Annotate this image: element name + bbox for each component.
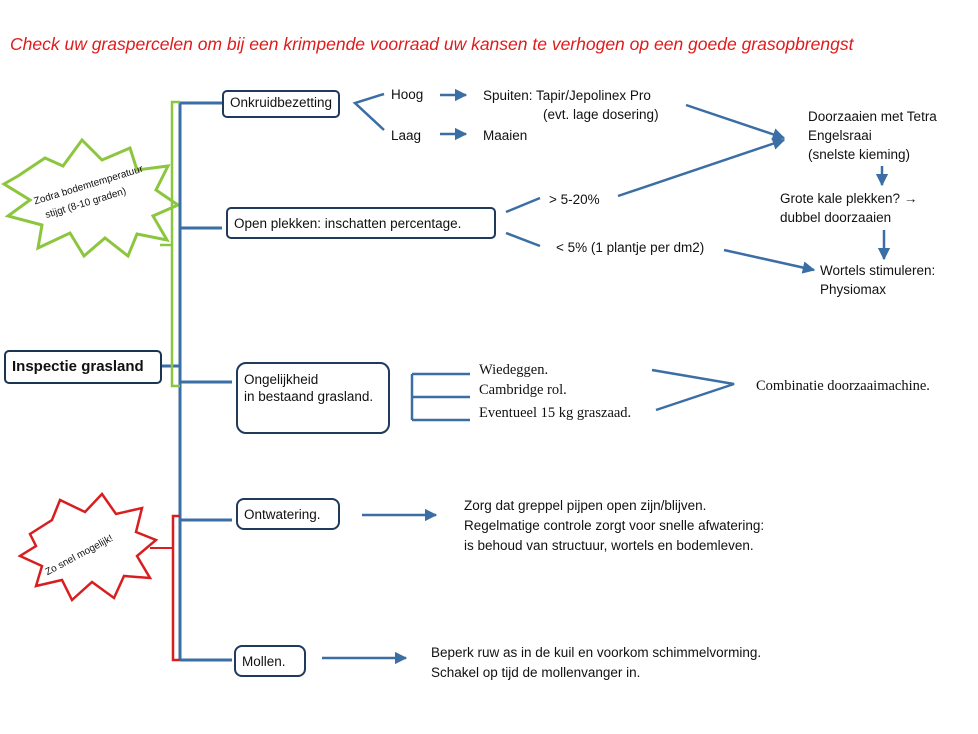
label-combinatie-doorzaaimachine: Combinatie doorzaaimachine. bbox=[756, 378, 930, 394]
ontwatering-line-3: is behoud van structuur, wortels en bode… bbox=[464, 538, 754, 553]
ongelijkheid-line-1: Ongelijkheid bbox=[244, 372, 319, 387]
label-laag: Laag bbox=[391, 128, 422, 143]
red-starburst-stamp bbox=[17, 492, 159, 603]
page-title: Check uw graspercelen om bij een krimpen… bbox=[10, 34, 854, 54]
kale-plekken-line-1: Grote kale plekken? → bbox=[780, 191, 918, 206]
label-hoog: Hoog bbox=[391, 87, 424, 102]
box-ontwatering: Ontwatering. bbox=[236, 498, 340, 530]
wortels-line-1: Wortels stimuleren: bbox=[820, 263, 936, 278]
label-under-5-percent: < 5% (1 plantje per dm2) bbox=[556, 240, 705, 255]
wortels-line-2: Physiomax bbox=[820, 282, 887, 297]
label-dosering: (evt. lage dosering) bbox=[543, 107, 659, 122]
green-starburst-stamp bbox=[1, 137, 182, 259]
box-ongelijkheid: Ongelijkheid in bestaand grasland. bbox=[236, 362, 390, 434]
item-cambridge-rol: Cambridge rol. bbox=[479, 382, 567, 398]
ongelijkheid-line-2: in bestaand grasland. bbox=[244, 389, 374, 404]
mollen-line-2: Schakel op tijd de mollenvanger in. bbox=[431, 665, 641, 680]
kale-plekken-line-2: dubbel doorzaaien bbox=[780, 210, 892, 225]
label-maaien: Maaien bbox=[483, 128, 528, 143]
ontwatering-line-2: Regelmatige controle zorgt voor snelle a… bbox=[464, 518, 765, 533]
doorzaaien-line-1: Doorzaaien met Tetra bbox=[808, 109, 937, 124]
item-wiedeggen: Wiedeggen. bbox=[479, 362, 549, 378]
box-open-plekken: Open plekken: inschatten percentage. bbox=[226, 207, 496, 239]
label-5-20-percent: > 5-20% bbox=[549, 192, 600, 207]
mollen-line-1: Beperk ruw as in de kuil en voorkom schi… bbox=[431, 645, 762, 660]
doorzaaien-line-3: (snelste kieming) bbox=[808, 147, 911, 162]
box-onkruidbezetting: Onkruidbezetting bbox=[222, 90, 340, 118]
label-spuiten: Spuiten: Tapir/Jepolinex Pro bbox=[483, 88, 651, 103]
root-box-inspectie: Inspectie grasland bbox=[4, 350, 162, 384]
ontwatering-line-1: Zorg dat greppel pijpen open zijn/blijve… bbox=[464, 498, 707, 513]
item-graszaad: Eventueel 15 kg graszaad. bbox=[479, 405, 632, 421]
doorzaaien-line-2: Engelsraai bbox=[808, 128, 872, 143]
box-mollen: Mollen. bbox=[234, 645, 306, 677]
